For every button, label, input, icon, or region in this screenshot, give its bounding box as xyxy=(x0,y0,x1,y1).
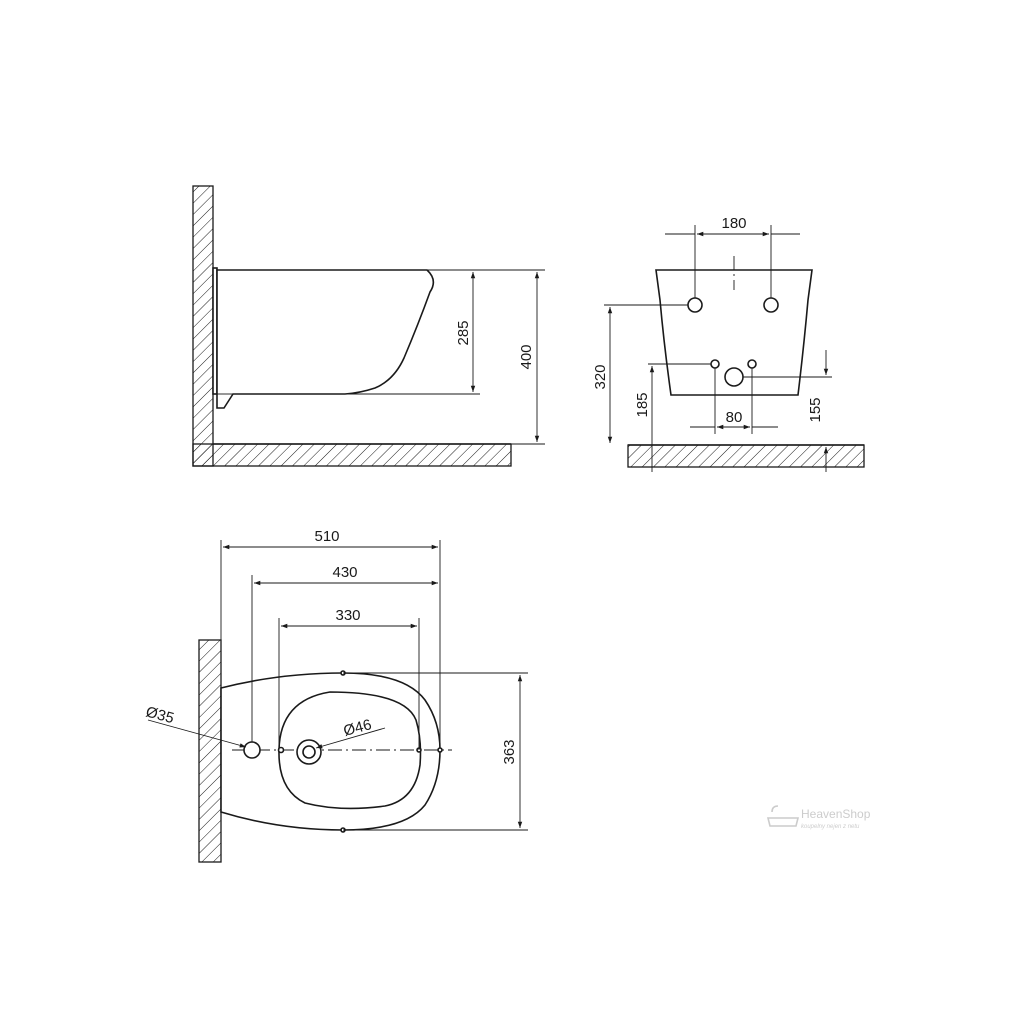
front-bolt-hole-left xyxy=(687,297,703,313)
watermark-brand: HeavenShop xyxy=(801,807,871,821)
watermark-tagline: koupelny nejen z netu xyxy=(801,824,860,830)
side-view: 285 400 xyxy=(192,185,545,467)
front-drain-hole xyxy=(724,367,744,387)
front-floor-hatch xyxy=(627,444,865,468)
dim-label-400: 400 xyxy=(518,344,535,369)
side-wall-hatch xyxy=(192,185,214,467)
dim-label-155: 155 xyxy=(807,397,824,422)
bathtub-logo-icon xyxy=(766,805,800,827)
side-bowl-outline xyxy=(216,269,435,409)
top-wall-hatch xyxy=(198,639,222,863)
top-drain-hole xyxy=(243,741,261,759)
side-floor-hatch xyxy=(192,443,512,467)
dim-label-320: 320 xyxy=(592,364,609,389)
dim-label-363: 363 xyxy=(501,739,518,764)
front-supply-hole-left xyxy=(710,359,720,369)
dim-label-80: 80 xyxy=(726,409,743,426)
dim-label-d35: Ø35 xyxy=(144,703,176,727)
top-tap-hole-inner xyxy=(302,745,316,759)
dim-label-285: 285 xyxy=(455,320,472,345)
front-bolt-hole-right xyxy=(763,297,779,313)
leader-d46 xyxy=(315,727,386,749)
front-supply-hole-right xyxy=(747,359,757,369)
leader-d35 xyxy=(147,719,247,748)
dim-label-185: 185 xyxy=(634,392,651,417)
dim-label-430: 430 xyxy=(332,564,357,581)
top-view: 510 430 330 363 Ø35 Ø46 xyxy=(144,528,528,863)
front-view: 180 320 185 80 155 xyxy=(592,215,865,472)
dim-label-510: 510 xyxy=(314,528,339,545)
dim-label-d46: Ø46 xyxy=(342,716,374,740)
watermark: HeavenShop koupelny nejen z netu xyxy=(766,805,871,830)
dim-label-330: 330 xyxy=(335,607,360,624)
dim-label-180: 180 xyxy=(721,215,746,232)
